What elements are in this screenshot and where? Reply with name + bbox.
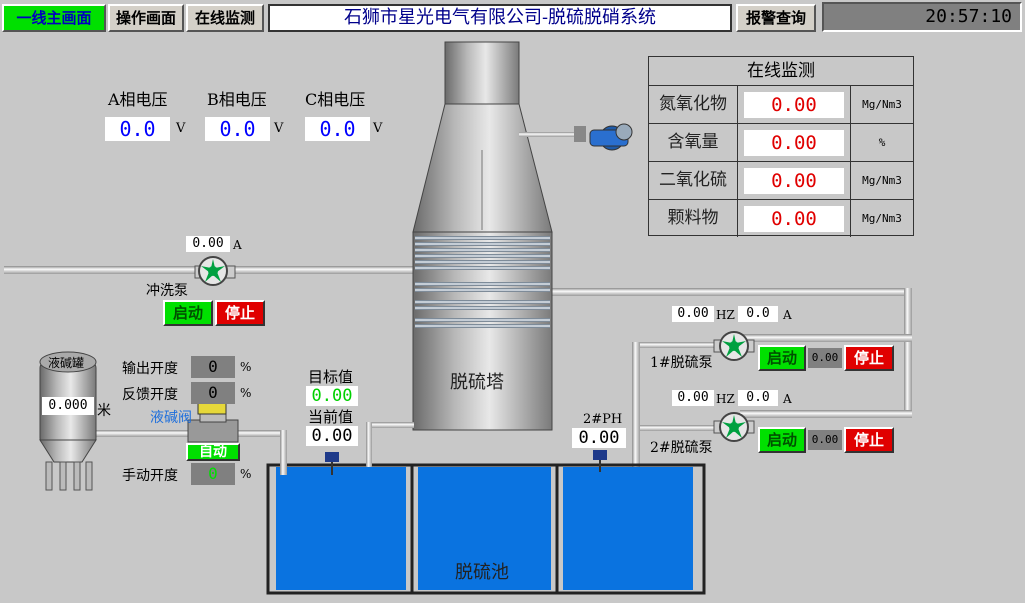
c-phase-voltage-label: C相电压 <box>305 90 366 109</box>
pump1-stop-button[interactable]: 停止 <box>844 345 894 371</box>
pump2-current-unit: A <box>783 392 792 406</box>
flush-pump-current: 0.00 <box>186 236 230 252</box>
manual-opening-unit: % <box>240 467 252 481</box>
flush-pump-label: 冲洗泵 <box>146 283 188 299</box>
flush-pump-start-button[interactable]: 启动 <box>163 300 213 326</box>
monitor-header: 在线监测 <box>649 57 913 86</box>
monitor-row-value: 0.00 <box>744 167 844 194</box>
alkali-valve-label: 液碱阀 <box>150 410 192 426</box>
output-opening-label: 输出开度 <box>122 361 178 377</box>
monitor-row-unit: % <box>878 136 886 149</box>
pump1-current-unit: A <box>783 308 792 322</box>
desulfurization-tower-label: 脱硫塔 <box>450 372 504 393</box>
desulfurization-pool-label: 脱硫池 <box>455 562 509 583</box>
monitor-row-name: 氮氧化物 <box>649 86 738 123</box>
b-voltage-unit: V <box>274 121 284 136</box>
pump1-start-button[interactable]: 启动 <box>758 345 806 371</box>
flush-pump-current-unit: A <box>233 238 242 252</box>
pump2-label: 2#脱硫泵 <box>650 440 713 456</box>
c-phase-voltage-value: 0.0 <box>305 117 370 141</box>
pump1-aux-value: 0.00 <box>808 348 842 368</box>
monitor-row-value: 0.00 <box>744 205 844 232</box>
pump2-start-button[interactable]: 启动 <box>758 427 806 453</box>
ph2-value: 0.00 <box>572 428 626 448</box>
feedback-opening-value: 0 <box>191 382 235 404</box>
pump2-current: 0.0 <box>738 390 778 406</box>
clock-display: 20:57:10 <box>822 2 1022 32</box>
pump1-frequency: 0.00 <box>672 306 714 322</box>
a-voltage-unit: V <box>176 121 186 136</box>
feedback-opening-label: 反馈开度 <box>122 387 178 403</box>
monitor-row-value: 0.00 <box>744 129 844 156</box>
output-opening-value: 0 <box>191 356 235 378</box>
monitor-row-unit: Mg/Nm3 <box>862 212 902 225</box>
tab-online-monitor[interactable]: 在线监测 <box>186 4 264 32</box>
a-phase-voltage-label: A相电压 <box>108 90 168 109</box>
flush-pump-icon[interactable] <box>193 256 237 286</box>
flush-pump-stop-button[interactable]: 停止 <box>215 300 265 326</box>
pump2-frequency: 0.00 <box>672 390 714 406</box>
monitor-row-name: 含氧量 <box>649 124 738 161</box>
pump1-label: 1#脱硫泵 <box>650 355 713 371</box>
alkali-tank-level-unit: 米 <box>97 403 111 419</box>
feedback-opening-unit: % <box>240 386 252 400</box>
pump1-frequency-unit: HZ <box>716 308 735 322</box>
c-voltage-unit: V <box>373 121 383 136</box>
manual-opening-label: 手动开度 <box>122 468 178 484</box>
target-value-input[interactable]: 0.00 <box>306 386 358 406</box>
current-value-display: 0.00 <box>306 426 358 446</box>
monitor-row-unit: Mg/Nm3 <box>862 174 902 187</box>
pump2-frequency-unit: HZ <box>716 392 735 406</box>
pump1-icon[interactable] <box>712 330 756 362</box>
pump2-aux-value: 0.00 <box>808 430 842 450</box>
tower-outlet-pipe <box>552 288 912 296</box>
pool-compartment-1 <box>276 467 406 590</box>
tab-main-screen[interactable]: 一线主画面 <box>2 4 106 32</box>
monitor-row-unit: Mg/Nm3 <box>862 98 902 111</box>
b-phase-voltage-value: 0.0 <box>205 117 270 141</box>
ph2-label: 2#PH <box>583 412 623 427</box>
pump2-stop-button[interactable]: 停止 <box>844 427 894 453</box>
b-phase-voltage-label: B相电压 <box>207 90 267 109</box>
a-phase-voltage-value: 0.0 <box>105 117 170 141</box>
alkali-tank-label: 液碱罐 <box>48 356 85 370</box>
page-title: 石狮市星光电气有限公司-脱硫脱硝系统 <box>268 4 732 32</box>
alarm-query-button[interactable]: 报警查询 <box>736 4 816 32</box>
monitor-row-value: 0.00 <box>744 91 844 118</box>
alkali-tank-level: 0.000 <box>42 397 94 415</box>
tab-operation-screen[interactable]: 操作画面 <box>108 4 184 32</box>
pump1-current: 0.0 <box>738 306 778 322</box>
pool-compartment-2 <box>418 467 551 590</box>
pump2-icon[interactable] <box>712 411 756 443</box>
output-opening-unit: % <box>240 360 252 374</box>
monitor-row-name: 二氧化硫 <box>649 162 738 199</box>
monitor-row-name: 颗料物 <box>649 200 738 237</box>
manual-opening-input[interactable]: 0 <box>191 463 235 485</box>
valve-auto-mode-button[interactable]: 自动 <box>186 443 240 461</box>
target-value-label: 目标值 <box>308 368 354 386</box>
tower-packing-layers <box>415 236 550 328</box>
current-value-label: 当前值 <box>308 408 354 426</box>
pool-compartment-3 <box>563 467 693 590</box>
